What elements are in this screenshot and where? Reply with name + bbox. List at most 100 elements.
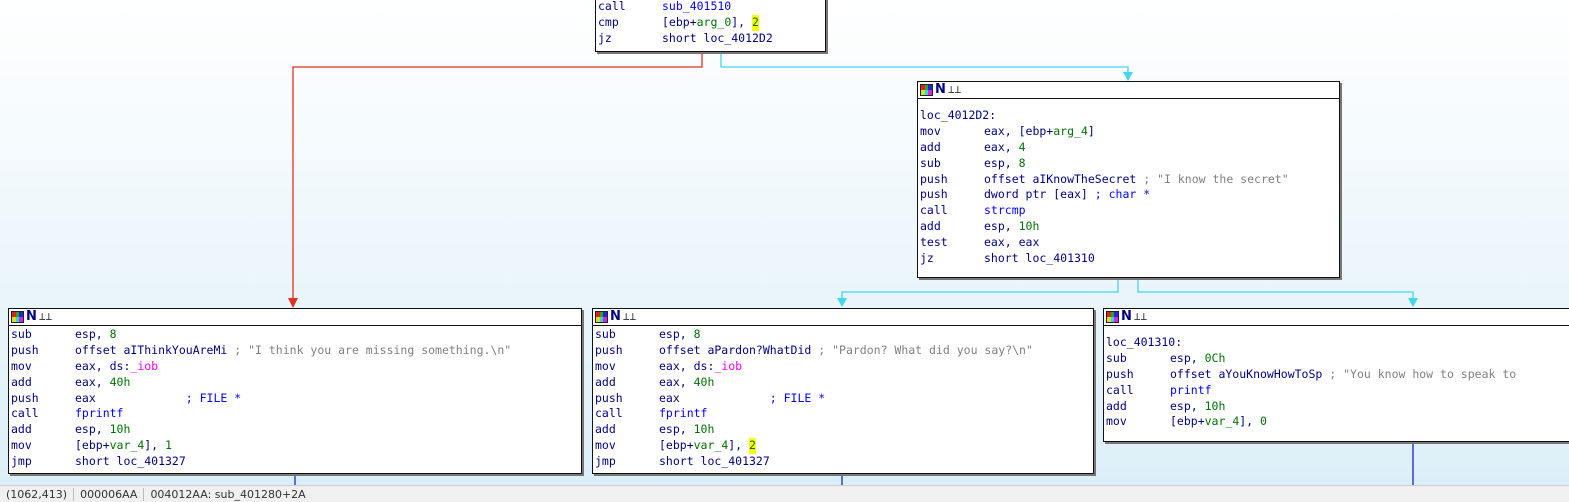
mnemonic: add bbox=[595, 374, 616, 389]
instruction-line[interactable]: add eax, 4 bbox=[920, 140, 1337, 156]
mnemonic: add bbox=[920, 139, 941, 154]
operand: 2 bbox=[749, 438, 756, 455]
operand[interactable]: sub_401510 bbox=[662, 0, 732, 13]
operand: 8 bbox=[693, 327, 701, 341]
operand: eax, ds: bbox=[659, 358, 715, 373]
operand: 2 bbox=[752, 14, 759, 31]
comment: ; "I know the secret" bbox=[1136, 171, 1289, 186]
mnemonic: jz bbox=[920, 251, 934, 266]
operand: 4 bbox=[1018, 139, 1026, 154]
n-icon[interactable]: N bbox=[26, 309, 37, 324]
instruction-line[interactable]: mov[ebp+var_4], 1 bbox=[11, 438, 579, 454]
mnemonic: cmp bbox=[598, 14, 619, 29]
color-grid-icon[interactable] bbox=[1106, 311, 1119, 323]
mnemonic: sub bbox=[595, 327, 616, 341]
graph-icon[interactable]: ⊥⊥ bbox=[947, 83, 962, 96]
edge-jz-loc401310 bbox=[1137, 276, 1414, 300]
operand[interactable]: strcmp bbox=[984, 203, 1026, 218]
instruction-line[interactable]: mov[ebp+var_4], 0 bbox=[1106, 414, 1569, 430]
operand[interactable]: fprintf bbox=[659, 406, 708, 421]
instruction-line[interactable]: mov[ebp+var_4], 2 bbox=[595, 438, 1091, 455]
n-icon[interactable]: N bbox=[1121, 309, 1132, 324]
comment: ; "You know how to speak to bbox=[1322, 366, 1517, 381]
operand: dword ptr [eax] bbox=[984, 187, 1088, 202]
edge-true-arrow bbox=[1123, 72, 1133, 81]
block-header: N ⊥⊥ bbox=[593, 309, 1093, 326]
instruction-line[interactable]: cmp[ebp+arg_0], 2 bbox=[598, 14, 823, 31]
color-grid-icon[interactable] bbox=[11, 311, 24, 323]
edge-middle-out bbox=[841, 473, 843, 485]
graph-icon[interactable]: ⊥⊥ bbox=[1133, 310, 1148, 323]
mnemonic: add bbox=[920, 219, 941, 234]
operand: short loc_401327 bbox=[75, 454, 186, 469]
mnemonic: jz bbox=[598, 30, 612, 45]
status-offset: 000006AA bbox=[74, 487, 145, 501]
operand: eax, bbox=[984, 139, 1019, 154]
mnemonic: sub bbox=[920, 155, 941, 170]
color-grid-icon[interactable] bbox=[920, 84, 933, 96]
operand[interactable]: printf bbox=[1170, 382, 1212, 397]
operand: 1 bbox=[165, 438, 172, 453]
operand[interactable]: _iob bbox=[130, 358, 159, 373]
operand: esp, bbox=[659, 422, 694, 437]
block-header: N ⊥⊥ bbox=[9, 309, 581, 326]
operand: esp, bbox=[984, 155, 1019, 170]
mnemonic: mov bbox=[920, 123, 941, 138]
operand: esp, bbox=[984, 219, 1019, 234]
operand[interactable]: fprintf bbox=[75, 406, 124, 421]
n-icon[interactable]: N bbox=[610, 309, 621, 324]
mnemonic: push bbox=[595, 390, 623, 405]
graph-icon[interactable]: ⊥⊥ bbox=[622, 310, 637, 323]
operand: eax bbox=[659, 390, 680, 405]
n-icon[interactable]: N bbox=[935, 82, 946, 97]
edge-fallthrough-middle bbox=[841, 276, 1119, 300]
operand[interactable]: _iob bbox=[714, 358, 743, 373]
mnemonic: sub bbox=[11, 327, 32, 341]
operand: 40h bbox=[109, 374, 131, 389]
color-grid-icon[interactable] bbox=[595, 311, 608, 323]
code-label[interactable]: loc_4012D2: bbox=[920, 108, 997, 122]
graph-icon[interactable]: ⊥⊥ bbox=[38, 310, 53, 323]
edge-true-branch bbox=[720, 51, 1129, 74]
comment: ; char * bbox=[1087, 187, 1151, 202]
code-label[interactable]: loc_401310: bbox=[1106, 335, 1183, 349]
status-address: 004012AA: sub_401280+2A bbox=[150, 487, 306, 501]
operand: ] bbox=[1087, 123, 1095, 138]
